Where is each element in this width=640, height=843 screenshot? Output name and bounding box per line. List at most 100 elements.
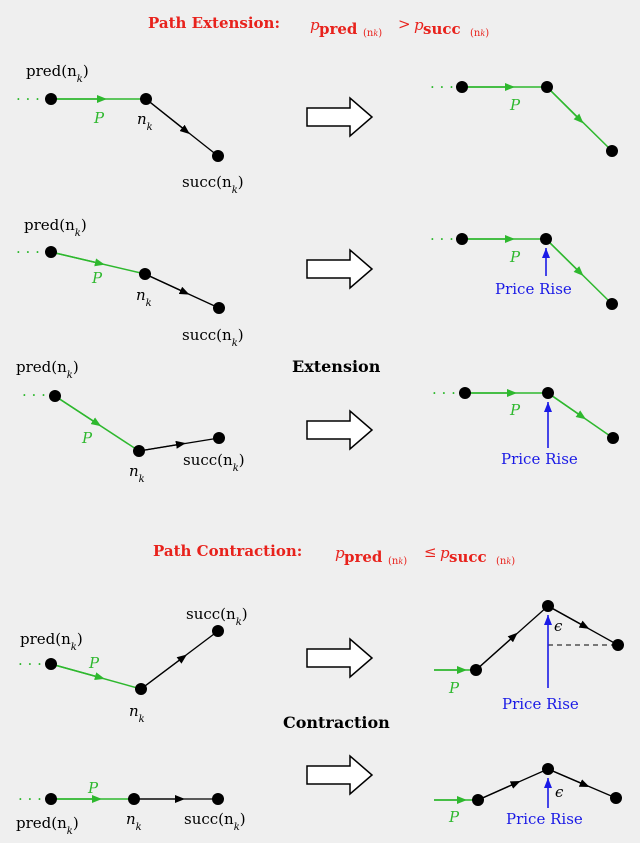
nk-node: [135, 683, 147, 695]
succ-arrow: [140, 654, 187, 690]
pred-arrow: [475, 632, 518, 671]
implies-arrows: [306, 96, 374, 796]
succ-node: [212, 625, 224, 637]
succ-node: [212, 793, 224, 805]
extension-title-sub2: (nk): [470, 28, 489, 39]
succ-arrow: [547, 768, 590, 787]
extended-arrow: [547, 392, 587, 420]
succ-label: succ(nk): [186, 605, 248, 628]
extension-title-bold: Path Extension:: [148, 14, 280, 32]
implies-arrow-1: [306, 96, 374, 138]
pred-label: pred(nk): [20, 630, 83, 653]
path-label: P: [509, 248, 521, 266]
nk-node: [133, 445, 145, 457]
path-label: P: [93, 109, 105, 127]
contraction-title-sub2: (nk): [496, 556, 515, 567]
price-rise-label: Price Rise: [506, 810, 583, 828]
con-row1-right: P ϵ Price Rise: [434, 600, 624, 713]
contraction-title-le: ≤: [424, 543, 437, 561]
succ-node: [610, 792, 622, 804]
pred-label: pred(nk): [26, 62, 89, 85]
ext-row1-left: · · · pred(nk) P nk succ(nk): [16, 62, 244, 196]
succ-arrow: [138, 440, 186, 452]
nk-node: [542, 763, 554, 775]
succ-node: [606, 145, 618, 157]
path-dots: · · ·: [432, 384, 456, 402]
extension-title-pred: pred: [319, 20, 358, 38]
nk-node: [542, 600, 554, 612]
contraction-title-p: p: [335, 544, 345, 562]
path-arrow: [50, 251, 105, 267]
path-dots: · · ·: [18, 790, 42, 808]
pred-node: [459, 387, 471, 399]
price-rise-label: Price Rise: [495, 280, 572, 298]
implies-arrow-5: [306, 754, 374, 796]
ext-row1-right: · · · P: [430, 78, 618, 157]
ext-row3-left: · · · pred(nk) P nk succ(nk): [16, 358, 245, 485]
pred-arrow: [477, 780, 521, 801]
nk-label: nk: [136, 286, 152, 309]
extension-title-p2: p: [414, 16, 424, 34]
nk-node: [140, 93, 152, 105]
contraction-title-pred: pred: [344, 548, 383, 566]
succ-arrow: [145, 98, 190, 135]
pred-node: [45, 793, 57, 805]
con-row2-left: · · · P pred(nk) nk succ(nk): [16, 779, 246, 837]
path-label: P: [448, 679, 460, 697]
path-label: P: [91, 269, 103, 287]
succ-label: succ(nk): [183, 451, 245, 474]
nk-node: [139, 268, 151, 280]
succ-node: [606, 298, 618, 310]
pred-node: [456, 233, 468, 245]
ext-row2-left: · · · pred(nk) P nk succ(nk): [16, 216, 244, 349]
price-rise-label: Price Rise: [501, 450, 578, 468]
path-dots: · · ·: [430, 230, 454, 248]
extension-title-gt: >: [398, 15, 411, 33]
extension-label: Extension: [292, 357, 381, 376]
nk-node: [541, 81, 553, 93]
path-label: P: [509, 401, 521, 419]
extended-arrow: [545, 238, 584, 277]
contraction-title: Path Contraction: p pred (nk) ≤ p succ (…: [153, 542, 515, 567]
path-label: P: [88, 654, 100, 672]
succ-label: succ(nk): [182, 173, 244, 196]
succ-node: [212, 150, 224, 162]
pred-node: [456, 81, 468, 93]
path-dots: · · ·: [22, 386, 46, 404]
nk-label: nk: [129, 702, 145, 725]
contraction-title-bold: Path Contraction:: [153, 542, 302, 560]
implies-arrow-2: [306, 248, 374, 290]
path-label: P: [448, 808, 460, 826]
extension-title-succ: succ: [423, 20, 461, 38]
nk-node: [540, 233, 552, 245]
pred-node: [45, 246, 57, 258]
path-dots: · · ·: [16, 90, 40, 108]
succ-label: succ(nk): [182, 326, 244, 349]
path-dots: · · ·: [430, 78, 454, 96]
nk-label: nk: [137, 110, 153, 133]
ext-row3-right: · · · P Price Rise: [432, 384, 619, 468]
pred-node: [45, 93, 57, 105]
succ-node: [213, 432, 225, 444]
succ-label: succ(nk): [184, 810, 246, 833]
contraction-title-succ: succ: [449, 548, 487, 566]
path-dots: · · ·: [18, 655, 42, 673]
implies-arrow-4: [306, 637, 374, 679]
pred-node: [45, 658, 57, 670]
contraction-label: Contraction: [283, 713, 390, 732]
extension-title-sub1: (nk): [363, 28, 382, 39]
path-label: P: [509, 96, 521, 114]
succ-node: [213, 302, 225, 314]
epsilon-label: ϵ: [554, 617, 563, 635]
extended-arrow: [546, 86, 584, 124]
path-dots: · · ·: [16, 243, 40, 261]
implies-arrow-3: [306, 409, 374, 451]
path-label: P: [87, 779, 99, 797]
path-arrow: [54, 395, 102, 427]
pred-label: pred(nk): [24, 216, 87, 239]
pred-node: [472, 794, 484, 806]
nk-label: nk: [129, 462, 145, 485]
con-row2-right: P ϵ Price Rise: [434, 763, 622, 828]
succ-node: [607, 432, 619, 444]
